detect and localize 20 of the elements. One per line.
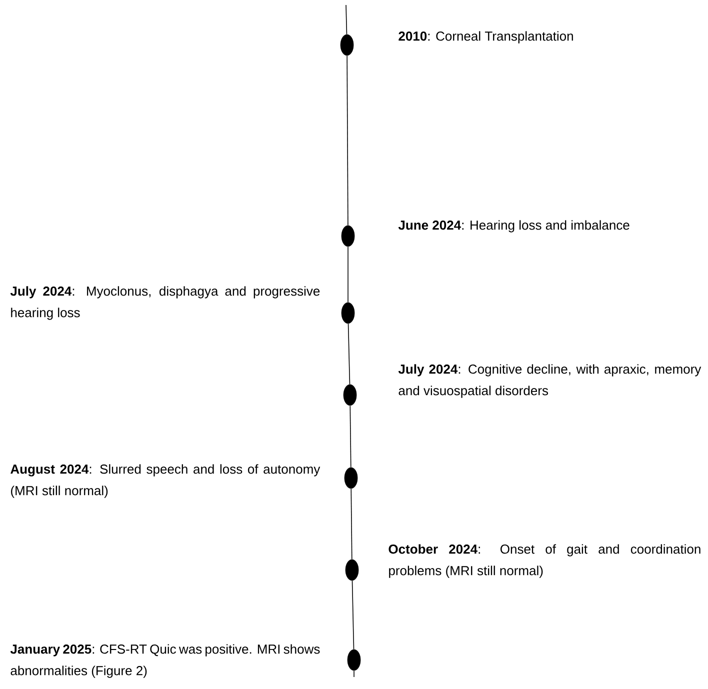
timeline-line (348, 323, 350, 385)
event-text: August 2024: Slurred speech and loss of autonomy (MRI still normal) (10, 464, 320, 498)
timeline-dot (340, 34, 354, 56)
timeline-dot (344, 467, 358, 489)
timeline-line (350, 405, 352, 468)
timeline-dot (345, 559, 359, 581)
timeline-line (346, 4, 348, 35)
event-text: January 2025: CFS-RT Quic was positive. MRI shows abnormalities (Figure 2) (10, 644, 320, 678)
event-text: 2010: Corneal Transplantation (398, 31, 573, 44)
timeline-dot (347, 649, 361, 671)
event-text: June 2024: Hearing loss and imbalance (398, 220, 630, 232)
timeline-line (352, 580, 354, 650)
timeline-line (346, 55, 348, 226)
timeline-dot (341, 302, 355, 324)
timeline-dot (343, 384, 357, 406)
timeline-line (350, 488, 352, 560)
event-text: July 2024: Myoclonus, disphagya and progressive hearing loss (10, 286, 320, 320)
timeline-dot (341, 225, 355, 247)
event-text: July 2024: Cognitive decline, with apraxic, memory and visuospatial disorders (398, 364, 702, 398)
event-text: October 2024: Onset of gait and coordination problems (MRI still normal) (388, 544, 700, 578)
